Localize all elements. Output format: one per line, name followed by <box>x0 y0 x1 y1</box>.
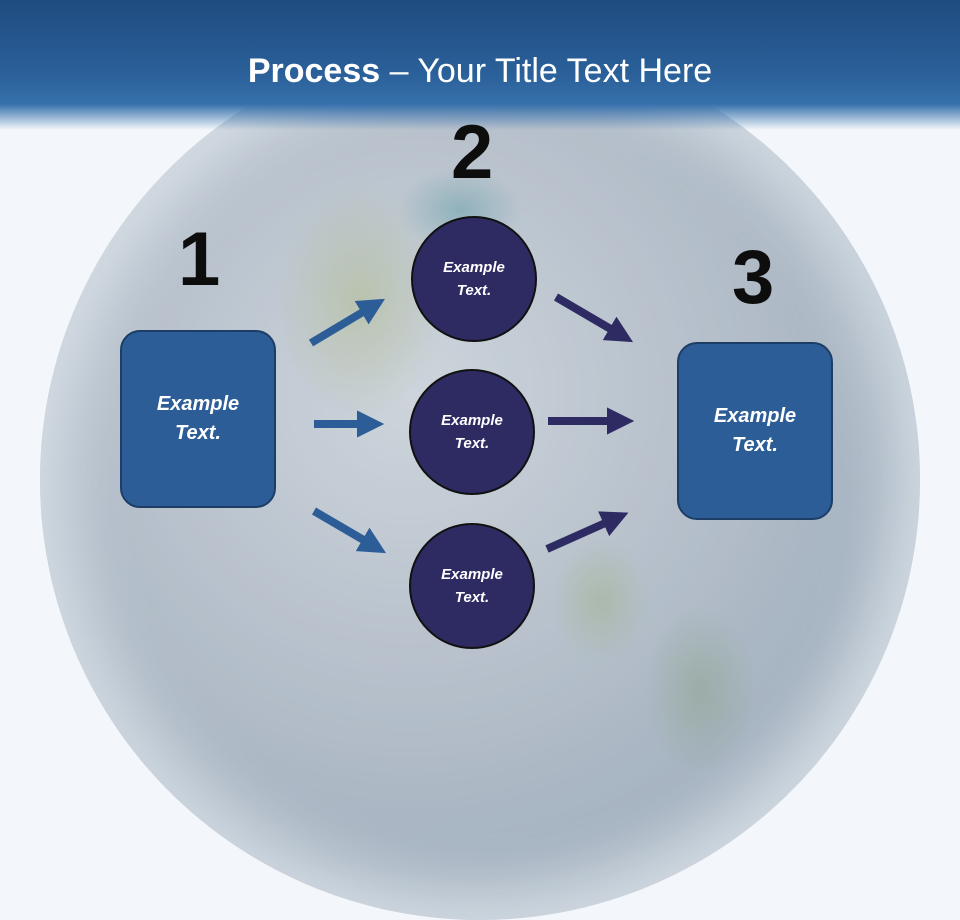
arrow-box1-to-bottom <box>311 507 387 554</box>
step3-box: Example Text. <box>677 342 833 520</box>
arrow-bottom-to-box3 <box>545 511 629 553</box>
step1-box: Example Text. <box>120 330 276 508</box>
slide-title: Process – Your Title Text Here <box>0 52 960 91</box>
step2-circle-bottom: Example Text. <box>409 523 535 649</box>
title-rest: – Your Title Text Here <box>380 52 713 90</box>
step1-label: Example Text. <box>156 393 240 444</box>
arrow-box1-to-top <box>308 298 386 347</box>
title-bar: Process – Your Title Text Here <box>0 0 960 130</box>
arrow-layer <box>308 293 635 554</box>
title-bold: Process <box>247 52 381 90</box>
step-number-2: 2 <box>451 110 494 195</box>
step2-circle-top: Example Text. <box>411 216 537 342</box>
step-number-1: 1 <box>178 217 221 302</box>
circle-middle-label: Example Text. <box>441 412 503 452</box>
step-number-3: 3 <box>732 235 775 320</box>
circle-top-label: Example Text. <box>443 259 505 299</box>
arrow-top-to-box3 <box>553 293 634 343</box>
step2-circle-middle: Example Text. <box>409 369 535 495</box>
circle-bottom-label: Example Text. <box>441 566 503 606</box>
step3-label: Example Text. <box>713 405 797 456</box>
